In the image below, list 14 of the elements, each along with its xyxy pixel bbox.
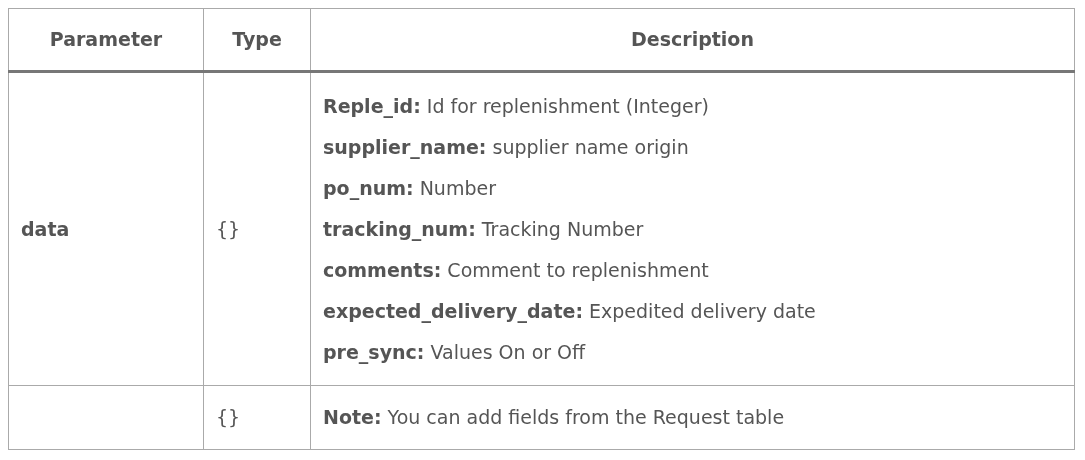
field-description: pre_sync: Values On or Off <box>323 339 587 366</box>
field-description: po_num: Number <box>323 175 497 202</box>
parameter-name: data <box>21 216 71 242</box>
field-description: expected_delivery_date: Expedited delivery date <box>323 298 817 325</box>
field-description: comments: Comment to replenishment <box>323 257 710 283</box>
field-description: tracking_num: Tracking Number <box>323 216 645 243</box>
field-description: Reple_id: Id for replenishment (Integer) <box>323 93 710 120</box>
type-value: {} <box>216 216 242 242</box>
type-value: {} <box>216 405 242 430</box>
column-header: Description <box>631 28 754 50</box>
column-header: Parameter <box>49 28 163 50</box>
note-text: Note: You can add fields from the Request table <box>323 405 786 430</box>
field-description: supplier_name: supplier name origin <box>323 134 690 161</box>
column-header: Type <box>232 28 282 50</box>
